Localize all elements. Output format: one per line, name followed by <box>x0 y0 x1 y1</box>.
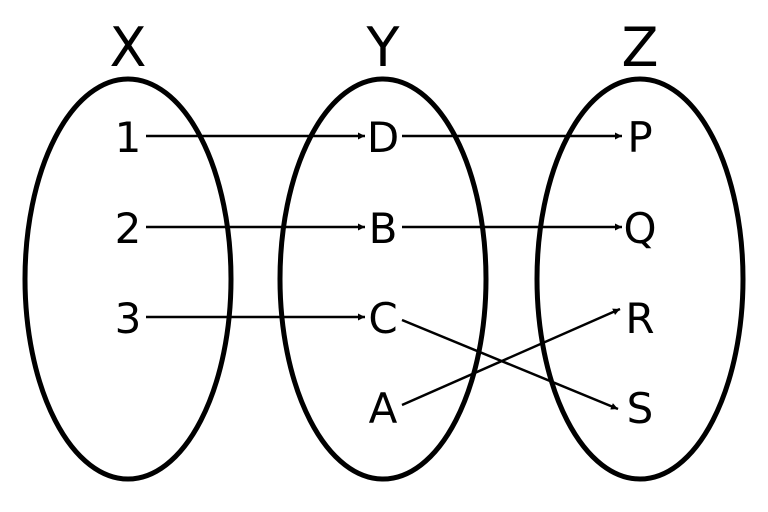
element-D: D <box>367 113 399 162</box>
set-x-title: X <box>110 16 147 79</box>
element-S: S <box>627 384 654 433</box>
set-x-oval <box>22 76 234 482</box>
element-2: 2 <box>115 204 142 253</box>
set-z-title: Z <box>622 16 659 79</box>
element-3: 3 <box>115 294 142 343</box>
element-B: B <box>369 204 398 253</box>
element-A: A <box>369 384 398 433</box>
arrow-A-to-R <box>401 307 621 407</box>
element-C: C <box>368 294 397 343</box>
element-R: R <box>625 294 654 343</box>
set-y-title: Y <box>366 16 401 79</box>
element-1: 1 <box>115 113 142 162</box>
element-P: P <box>627 113 652 162</box>
arrow-C-to-S <box>401 318 619 411</box>
element-Q: Q <box>623 204 656 253</box>
set-y-oval <box>277 76 489 482</box>
set-z-oval <box>534 76 746 482</box>
